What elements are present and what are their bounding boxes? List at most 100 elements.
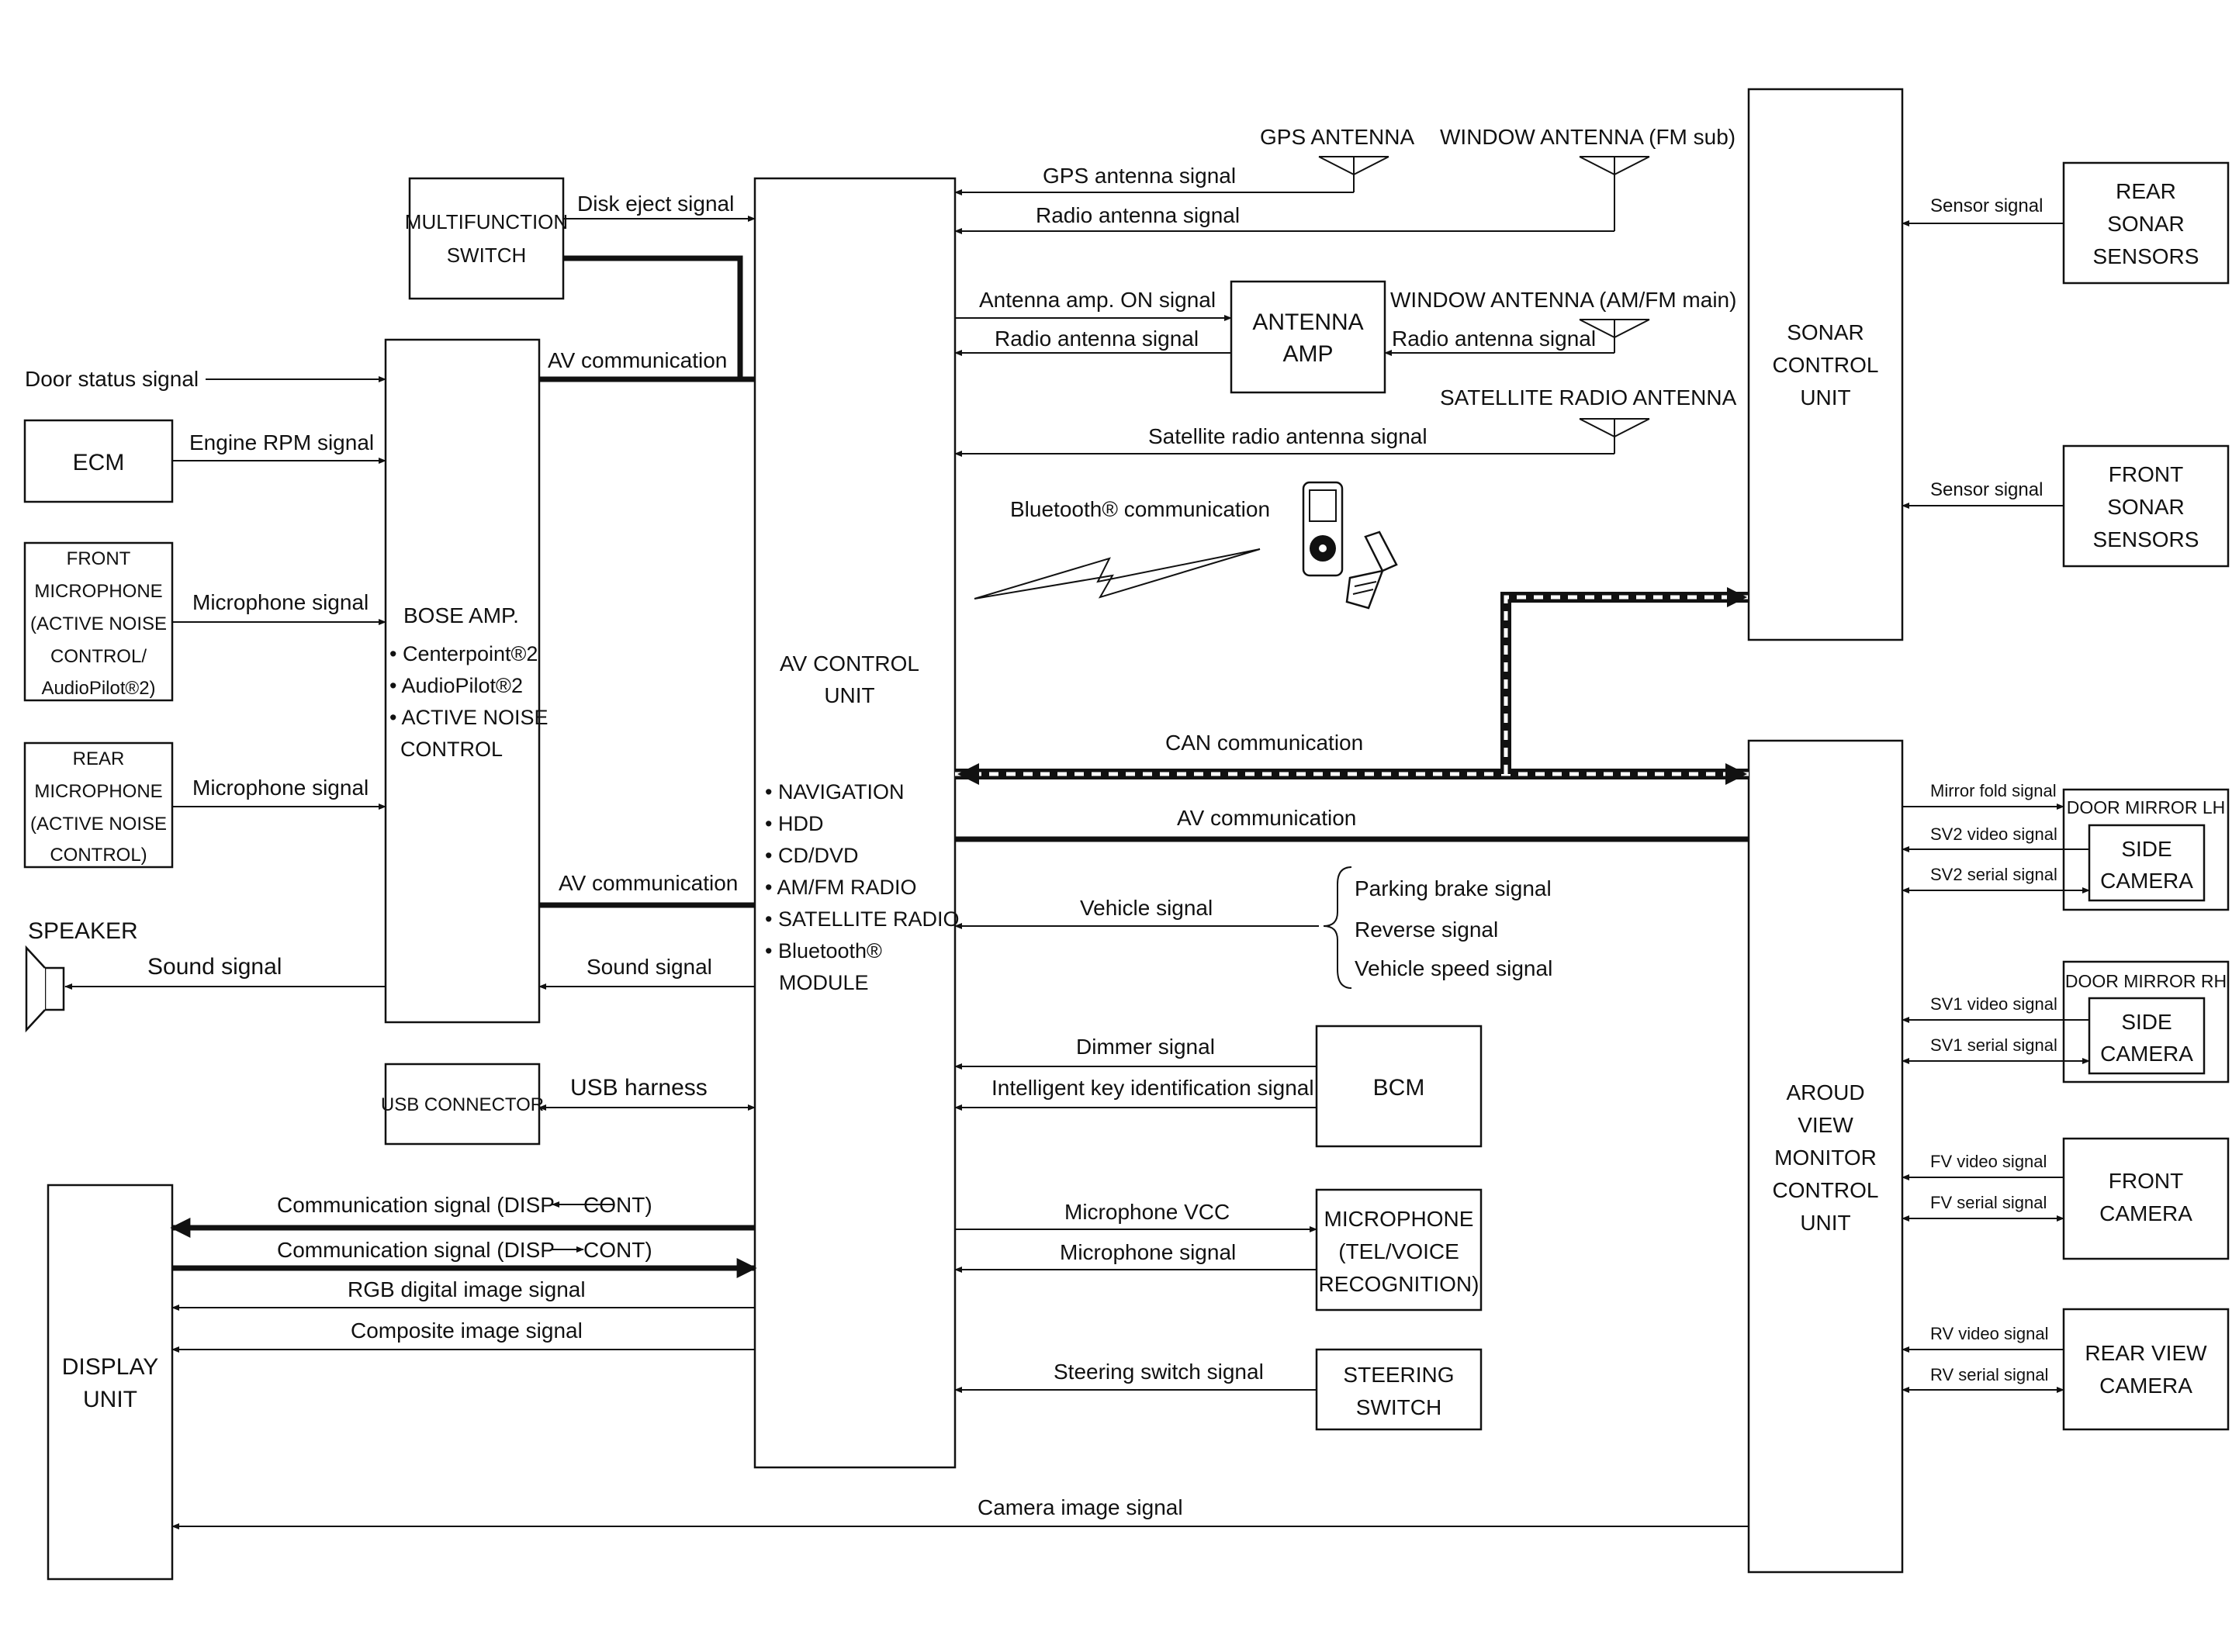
front-sonar-sensors-label: SONAR — [2107, 495, 2185, 519]
antenna-amp-box — [1230, 280, 1386, 394]
rear-view-camera-label: REAR VIEW — [2085, 1341, 2207, 1365]
gps-antenna-icon — [1318, 156, 1389, 192]
vehicle-signal-brace — [1323, 866, 1352, 989]
intelligent-key-label: Intelligent key identification signal — [991, 1076, 1314, 1100]
front-sonar-sensors-box — [2062, 444, 2230, 568]
rear-microphone-label: (ACTIVE NOISE — [30, 814, 167, 835]
side-camera-rh-label: CAMERA — [2100, 1042, 2193, 1066]
multifunction-switch-box — [408, 177, 565, 300]
av-comm-mid-label: AV communication — [559, 871, 738, 895]
steering-switch-label: SWITCH — [1356, 1395, 1441, 1419]
front-sonar-sensors-label: FRONT — [2109, 462, 2183, 486]
rear-mic-label: Microphone signal — [192, 776, 369, 800]
bcm-label: BCM — [1373, 1075, 1425, 1101]
door-mirror-rh-label: DOOR MIRROR RH — [2065, 971, 2227, 991]
bluetooth-lightning-icon — [974, 548, 1261, 600]
av-feature-satellite-radio: • SATELLITE RADIO — [765, 907, 960, 931]
antenna-amp-label: ANTENNA — [1252, 309, 1363, 335]
vehicle-signal-label: Vehicle signal — [1080, 896, 1213, 920]
camera-image-label: Camera image signal — [978, 1495, 1183, 1519]
rv-video-label: RV video signal — [1930, 1324, 2048, 1343]
usb-connector-label: USB CONNECTOR — [381, 1094, 544, 1115]
rear-microphone-label: MICROPHONE — [34, 781, 162, 802]
satellite-antenna-label: SATELLITE RADIO ANTENNA — [1440, 385, 1737, 410]
usb-connector-box — [384, 1063, 541, 1146]
sonar-control-unit-label: SONAR — [1787, 320, 1864, 344]
bcm-box — [1315, 1025, 1483, 1148]
comm-disp-cont-1-label: Communication signal (DISP — [277, 1193, 555, 1217]
front-microphone-label: FRONT — [67, 548, 131, 569]
bose-amp-label: BOSE AMP. — [403, 603, 519, 627]
reverse-label: Reverse signal — [1355, 918, 1498, 942]
gps-antenna-signal-label: GPS antenna signal — [1043, 164, 1236, 188]
usb-harness-label: USB harness — [570, 1075, 708, 1101]
av-control-unit-label: AV CONTROL — [780, 651, 919, 676]
disk-eject-label: Disk eject signal — [577, 192, 734, 216]
radio-antenna-2-label: Radio antenna signal — [995, 327, 1199, 351]
rear-sonar-sensors-box — [2062, 161, 2230, 285]
av-comm-top-label: AV communication — [548, 348, 727, 372]
parking-brake-label: Parking brake signal — [1355, 876, 1552, 900]
speaker-icon — [25, 945, 65, 1033]
rv-serial-label: RV serial signal — [1930, 1365, 2048, 1384]
speaker-label: SPEAKER — [28, 918, 138, 944]
rear-microphone-label: CONTROL) — [50, 845, 147, 866]
antenna-amp-on-label: Antenna amp. ON signal — [979, 288, 1216, 312]
engine-rpm-label: Engine RPM signal — [189, 430, 374, 454]
satellite-radio-label: Satellite radio antenna signal — [1148, 424, 1427, 448]
sound-speaker-label: Sound signal — [147, 954, 282, 980]
front-microphone-box — [23, 541, 174, 702]
front-sensor-label: Sensor signal — [1930, 479, 2043, 500]
can-communication-bus — [955, 587, 1749, 785]
composite-label: Composite image signal — [351, 1318, 583, 1343]
bose-amp-box — [384, 338, 541, 1024]
microphone-tel-signal-label: Microphone signal — [1060, 1240, 1236, 1264]
front-microphone-label: CONTROL/ — [50, 646, 147, 667]
around-view-monitor-label: CONTROL — [1773, 1178, 1879, 1202]
dimmer-label: Dimmer signal — [1076, 1035, 1215, 1059]
side-camera-rh-box — [2088, 997, 2206, 1075]
multifunction-switch-label: MULTIFUNCTION — [405, 210, 568, 233]
av-feature-am-fm-radio: • AM/FM RADIO — [765, 876, 916, 899]
front-camera-label: CAMERA — [2099, 1201, 2192, 1225]
bose-amp-feature: • ACTIVE NOISE — [389, 706, 549, 729]
fv-video-label: FV video signal — [1930, 1152, 2047, 1171]
side-camera-lh-label: CAMERA — [2100, 869, 2193, 893]
front-sonar-sensors-label: SENSORS — [2093, 527, 2199, 551]
sv2-serial-label: SV2 serial signal — [1930, 865, 2057, 884]
portable-player-icon — [1302, 481, 1344, 577]
ecm-label: ECM — [73, 450, 125, 475]
around-view-monitor-box — [1747, 739, 1904, 1574]
sv2-video-label: SV2 video signal — [1930, 824, 2057, 844]
comm-disp-cont-1-cont: CONT) — [583, 1193, 652, 1217]
rear-sonar-sensors-label: SENSORS — [2093, 244, 2199, 268]
radio-antenna-3-label: Radio antenna signal — [1392, 327, 1596, 351]
gps-antenna-label: GPS ANTENNA — [1260, 125, 1414, 149]
vehicle-speed-label: Vehicle speed signal — [1355, 956, 1552, 980]
av-feature-navigation: • NAVIGATION — [765, 780, 904, 804]
multifunction-switch-label: SWITCH — [447, 244, 527, 267]
rear-microphone-box — [23, 741, 174, 869]
bose-amp-feature: • Centerpoint®2 — [389, 642, 538, 665]
window-antenna-fm-sub-icon — [1579, 156, 1650, 231]
around-view-monitor-label: AROUD — [1786, 1080, 1864, 1104]
radio-antenna-1-label: Radio antenna signal — [1036, 203, 1240, 227]
rear-view-camera-label: CAMERA — [2099, 1374, 2192, 1398]
av-feature-cd-dvd: • CD/DVD — [765, 844, 858, 867]
microphone-tel-label: MICROPHONE — [1324, 1207, 1474, 1231]
front-microphone-label: (ACTIVE NOISE — [30, 613, 167, 634]
sonar-control-unit-label: UNIT — [1800, 385, 1850, 410]
window-antenna-am-fm-main-label: WINDOW ANTENNA (AM/FM main) — [1390, 288, 1736, 312]
sv1-serial-label: SV1 serial signal — [1930, 1035, 2057, 1055]
satellite-antenna-icon — [1579, 418, 1650, 454]
fv-serial-label: FV serial signal — [1930, 1193, 2047, 1212]
side-camera-lh-box — [2088, 824, 2206, 902]
side-camera-lh-label: SIDE — [2121, 837, 2172, 861]
mobile-phone-icon — [1345, 531, 1398, 610]
av-comm-right-label: AV communication — [1177, 806, 1356, 830]
side-camera-rh-label: SIDE — [2121, 1010, 2172, 1034]
av-feature-module: MODULE — [779, 971, 869, 994]
can-communication-label: CAN communication — [1165, 731, 1363, 755]
window-antenna-fm-sub-label: WINDOW ANTENNA (FM sub) — [1440, 125, 1735, 149]
